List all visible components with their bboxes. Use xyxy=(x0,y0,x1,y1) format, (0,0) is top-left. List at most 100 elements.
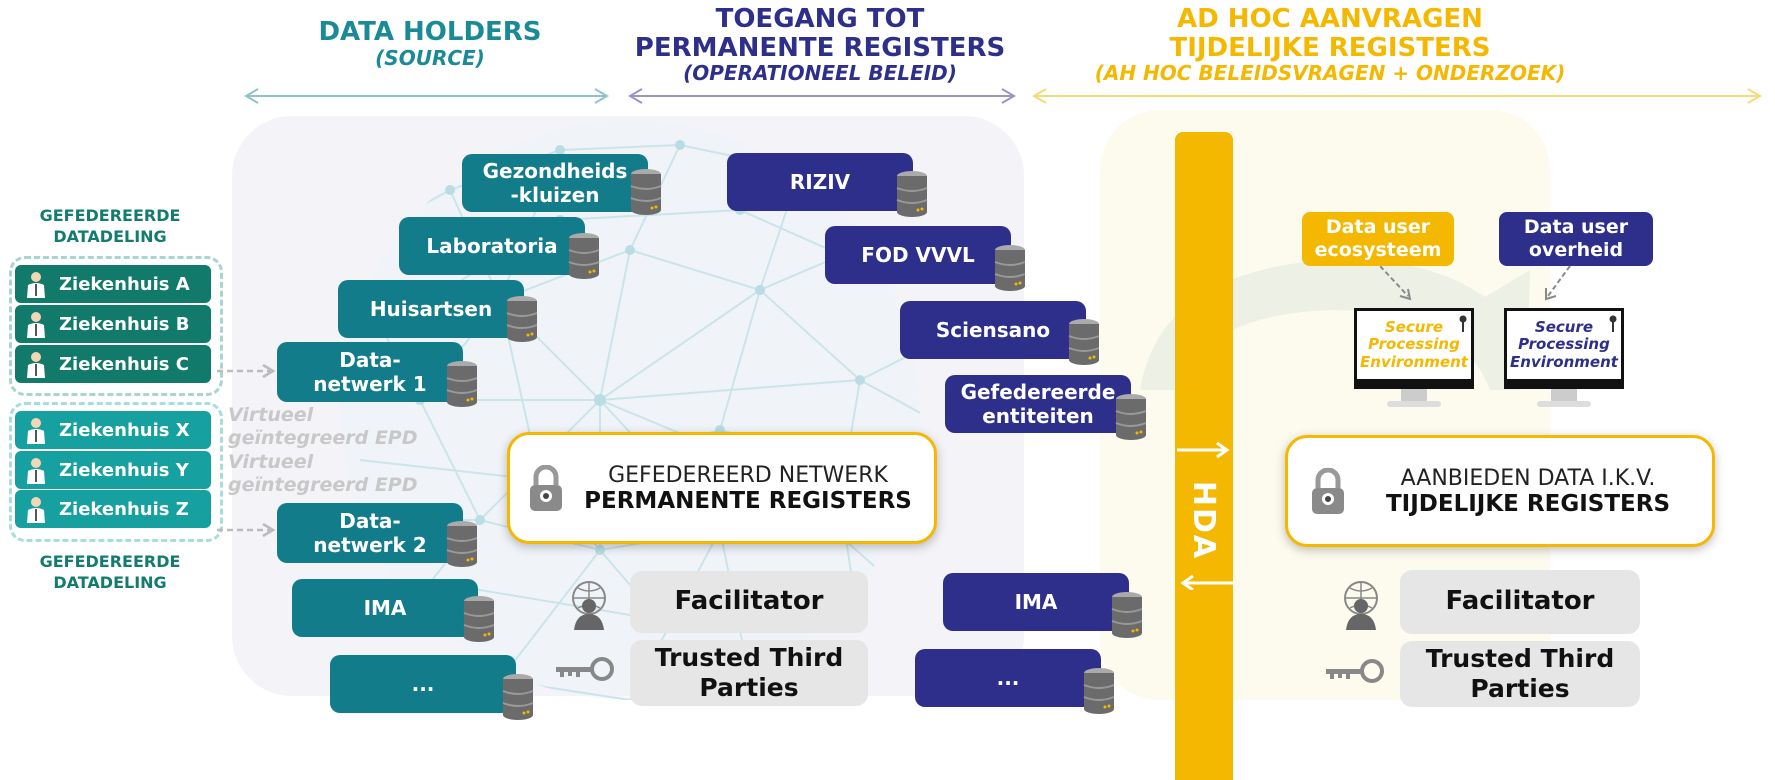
data-holder-huisartsen: Huisartsen xyxy=(338,280,524,338)
database-icon xyxy=(1083,668,1115,714)
netwerk1-line2: netwerk 1 xyxy=(313,372,427,396)
gefed-line2: entiteiten xyxy=(982,404,1094,428)
database-icon xyxy=(446,361,478,407)
key-icon xyxy=(1459,315,1467,332)
doctor-icon xyxy=(27,272,45,298)
federated-label-top-line1: GEFEDEREERDE xyxy=(39,206,181,225)
header-arrows xyxy=(244,88,1762,104)
register-fod-vvvl: FOD VVVL xyxy=(825,226,1011,284)
header-toegang-subtitle: (OPERATIONEEL BELEID) xyxy=(683,61,957,86)
header-data-holders-title: DATA HOLDERS xyxy=(318,17,542,47)
hospital-item-a: Ziekenhuis A xyxy=(15,265,211,303)
facilitator-box-left: Facilitator xyxy=(630,571,868,633)
virtual-epd-label-2-line1: Virtueel xyxy=(228,451,314,473)
hospital-label: Ziekenhuis C xyxy=(59,353,189,375)
spe-navy-line3: Environment xyxy=(1510,352,1618,371)
ecosysteem-line2: ecosysteem xyxy=(1314,239,1442,261)
federated-label-bottom: GEFEDEREERDE DATADELING xyxy=(10,552,210,594)
ttp-left-line1: Trusted Third xyxy=(654,643,844,672)
user-to-spe-arrows xyxy=(1380,266,1571,301)
netwerk2-line2: netwerk 2 xyxy=(313,533,427,557)
federated-network-line1: GEFEDEREERD NETWERK xyxy=(608,463,888,488)
federated-label-bottom-line1: GEFEDEREERDE xyxy=(39,552,181,571)
gefed-line1: Gefedereerde xyxy=(960,380,1116,404)
sciensano-label: Sciensano xyxy=(935,318,1051,342)
more-right-label: ... xyxy=(996,666,1020,690)
database-icon xyxy=(630,169,662,215)
riziv-label: RIZIV xyxy=(789,170,851,194)
database-icon xyxy=(1068,319,1100,365)
gezondheid-line2: -kluizen xyxy=(510,183,600,207)
header-adhoc-subtitle: (AH HOC BELEIDSVRAGEN + ONDERZOEK) xyxy=(1094,61,1566,86)
spe-yellow-line1: Secure xyxy=(1384,318,1444,337)
dashed-arrows xyxy=(217,363,276,538)
key-icon xyxy=(1326,659,1384,683)
virtual-epd-label-1: Virtueel geïntegreerd EPD xyxy=(228,404,418,450)
federated-label-bottom-line2: DATADELING xyxy=(53,572,167,592)
ima-left-label: IMA xyxy=(363,596,407,620)
lock-icon xyxy=(1312,468,1344,514)
database-icon xyxy=(502,674,534,720)
hospital-item-y: Ziekenhuis Y xyxy=(15,451,211,489)
facilitator-icon xyxy=(572,581,606,630)
spe-navy-line2: Processing xyxy=(1518,335,1610,354)
header-toegang-title-line1: TOEGANG TOT xyxy=(715,4,925,34)
register-riziv: RIZIV xyxy=(727,153,913,211)
facilitator-left-label: Facilitator xyxy=(674,586,824,617)
hospital-group-1 xyxy=(9,256,223,396)
virtual-epd-label-2: Virtueel geïntegreerd EPD xyxy=(228,451,418,497)
virtual-epd-label-2-line2: geïntegreerd EPD xyxy=(228,473,418,496)
hospital-item-b: Ziekenhuis B xyxy=(15,305,211,343)
federated-network-box: GEFEDEREERD NETWERK PERMANENTE REGISTERS xyxy=(507,432,937,544)
database-icon xyxy=(568,233,600,279)
hda-arrows xyxy=(1177,441,1233,590)
ima-right-label: IMA xyxy=(1014,590,1058,614)
doctor-icon xyxy=(27,497,45,523)
overheid-line1: Data user xyxy=(1523,216,1629,239)
spe-navy-line1: Secure xyxy=(1534,318,1594,337)
header-adhoc-title-line1: AD HOC AANVRAGEN xyxy=(1177,4,1483,34)
hda-bar xyxy=(1175,132,1233,780)
database-icon xyxy=(463,596,495,642)
database-icon xyxy=(994,245,1026,291)
database-icon xyxy=(506,296,538,342)
doctor-icon xyxy=(27,352,45,378)
netwerk1-line1: Data- xyxy=(339,348,401,372)
virtual-epd-label-1-line2: geïntegreerd EPD xyxy=(228,426,418,449)
temporary-registers-line1: AANBIEDEN DATA I.K.V. xyxy=(1400,466,1656,491)
data-holder-gezondheidskluizen: Gezondheids-kluizen xyxy=(462,154,648,212)
data-holder-netwerk1: Data-netwerk 1 xyxy=(277,342,463,402)
ttp-right-line1: Trusted Third xyxy=(1425,644,1615,673)
key-icon xyxy=(556,657,614,681)
lock-icon xyxy=(530,465,562,511)
ttp-left-line2: Parties xyxy=(699,673,799,702)
hospital-label: Ziekenhuis Z xyxy=(59,498,189,520)
federated-label-top-line2: DATADELING xyxy=(53,226,167,246)
database-icon xyxy=(896,171,928,217)
more-left-label: ... xyxy=(411,672,435,696)
data-holder-laboratoria: Laboratoria xyxy=(399,217,585,275)
hospital-item-z: Ziekenhuis Z xyxy=(15,490,211,528)
doctor-icon xyxy=(27,312,45,338)
hospital-item-c: Ziekenhuis C xyxy=(15,345,211,383)
doctor-icon xyxy=(27,418,45,444)
gezondheid-line1: Gezondheids xyxy=(482,159,628,183)
doctor-icon xyxy=(27,458,45,484)
header-data-holders-subtitle: (SOURCE) xyxy=(375,45,485,70)
hospital-label: Ziekenhuis A xyxy=(59,273,190,295)
register-sciensano: Sciensano xyxy=(900,301,1086,359)
overheid-line2: overheid xyxy=(1528,239,1624,261)
register-more: ... xyxy=(915,649,1101,707)
virtual-epd-label-1-line1: Virtueel xyxy=(228,404,314,426)
database-icon xyxy=(446,521,478,567)
ttp-right-line2: Parties xyxy=(1470,674,1570,703)
hospital-item-x: Ziekenhuis X xyxy=(15,411,211,449)
federated-network-line2: PERMANENTE REGISTERS xyxy=(584,488,912,514)
hospital-label: Ziekenhuis B xyxy=(59,313,190,335)
federated-label-top: GEFEDEREERDE DATADELING xyxy=(10,206,210,248)
